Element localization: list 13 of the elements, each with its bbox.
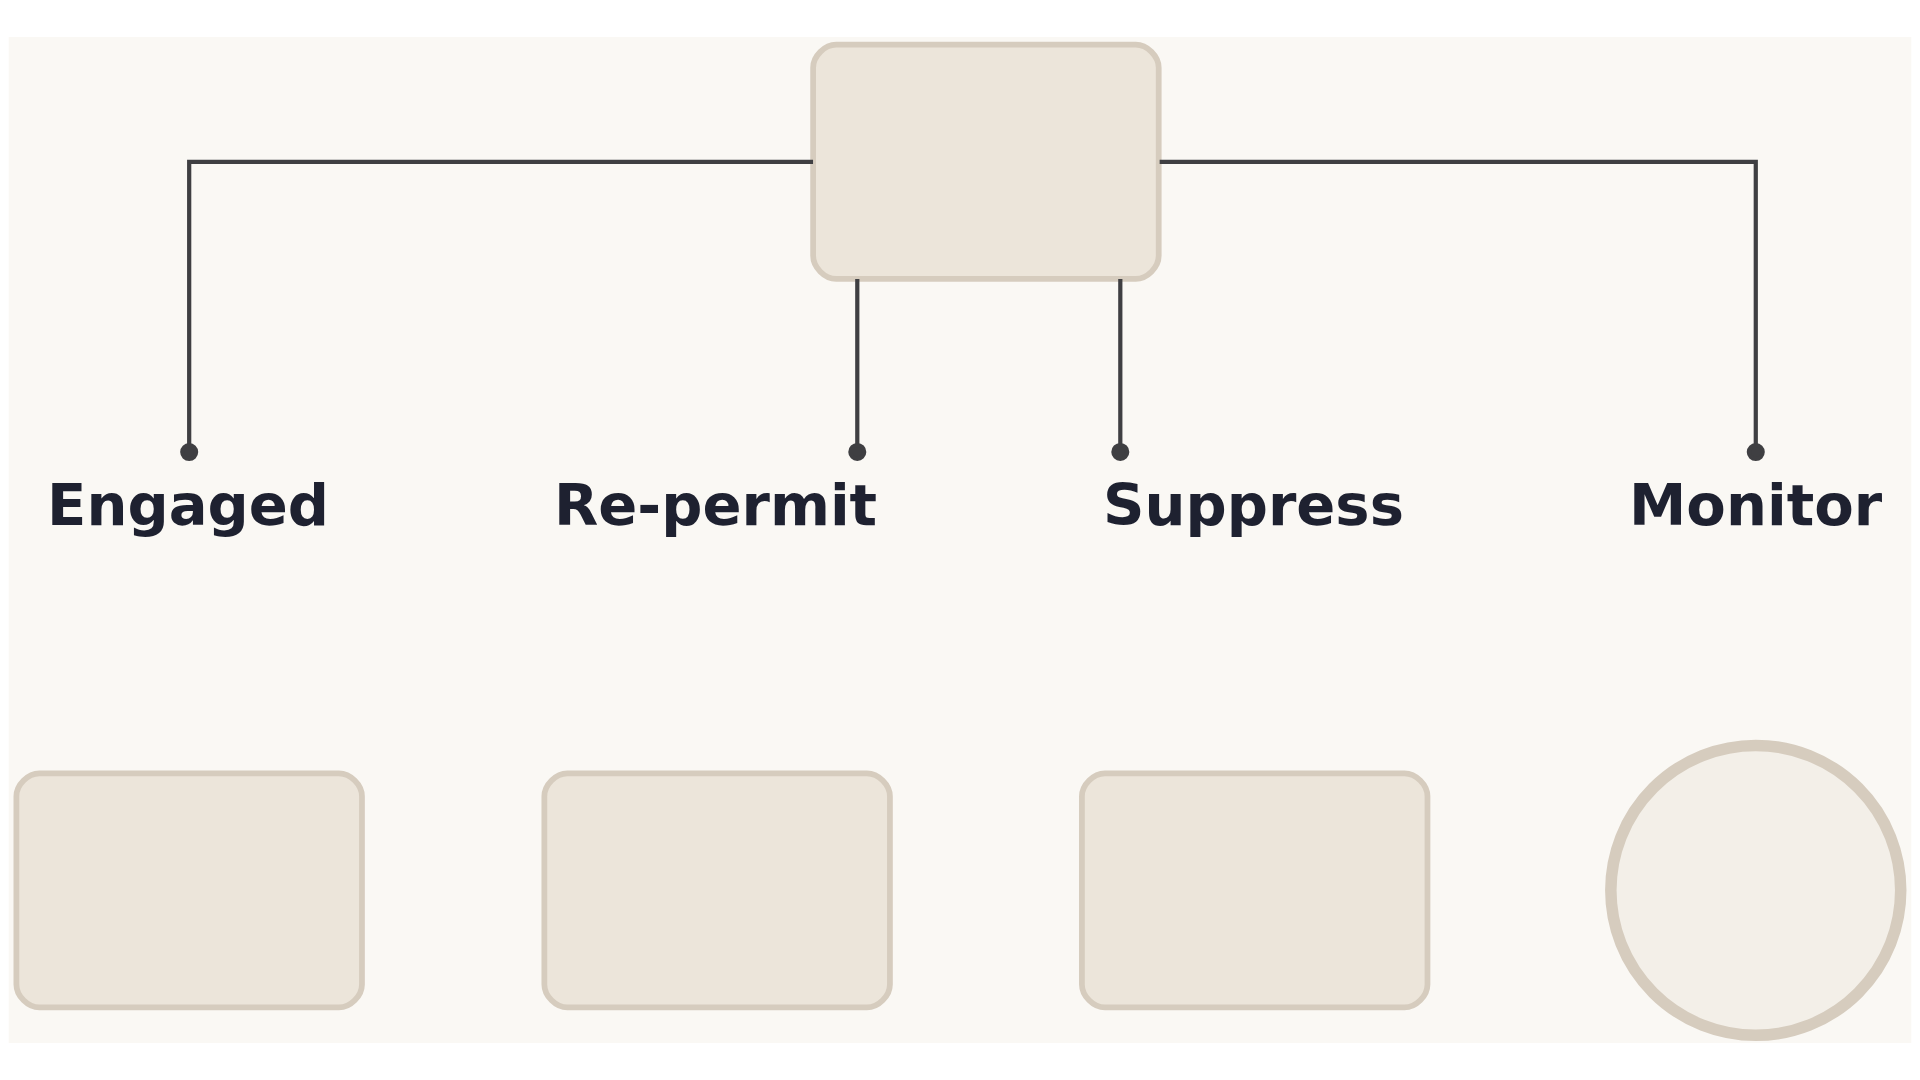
node-box [541,770,893,1011]
node-text: Monitor [1629,471,1883,539]
connector [848,278,867,461]
node-text: Suppress [1103,471,1404,539]
node-text: Engaged [47,471,329,539]
node-box [1079,770,1431,1011]
node-box [810,41,1162,282]
connector [1111,278,1130,461]
connector [1159,159,1765,462]
node-box [13,770,365,1011]
node-text: Re-permit [553,471,878,539]
node-circle [1605,739,1907,1042]
connector [180,159,814,462]
